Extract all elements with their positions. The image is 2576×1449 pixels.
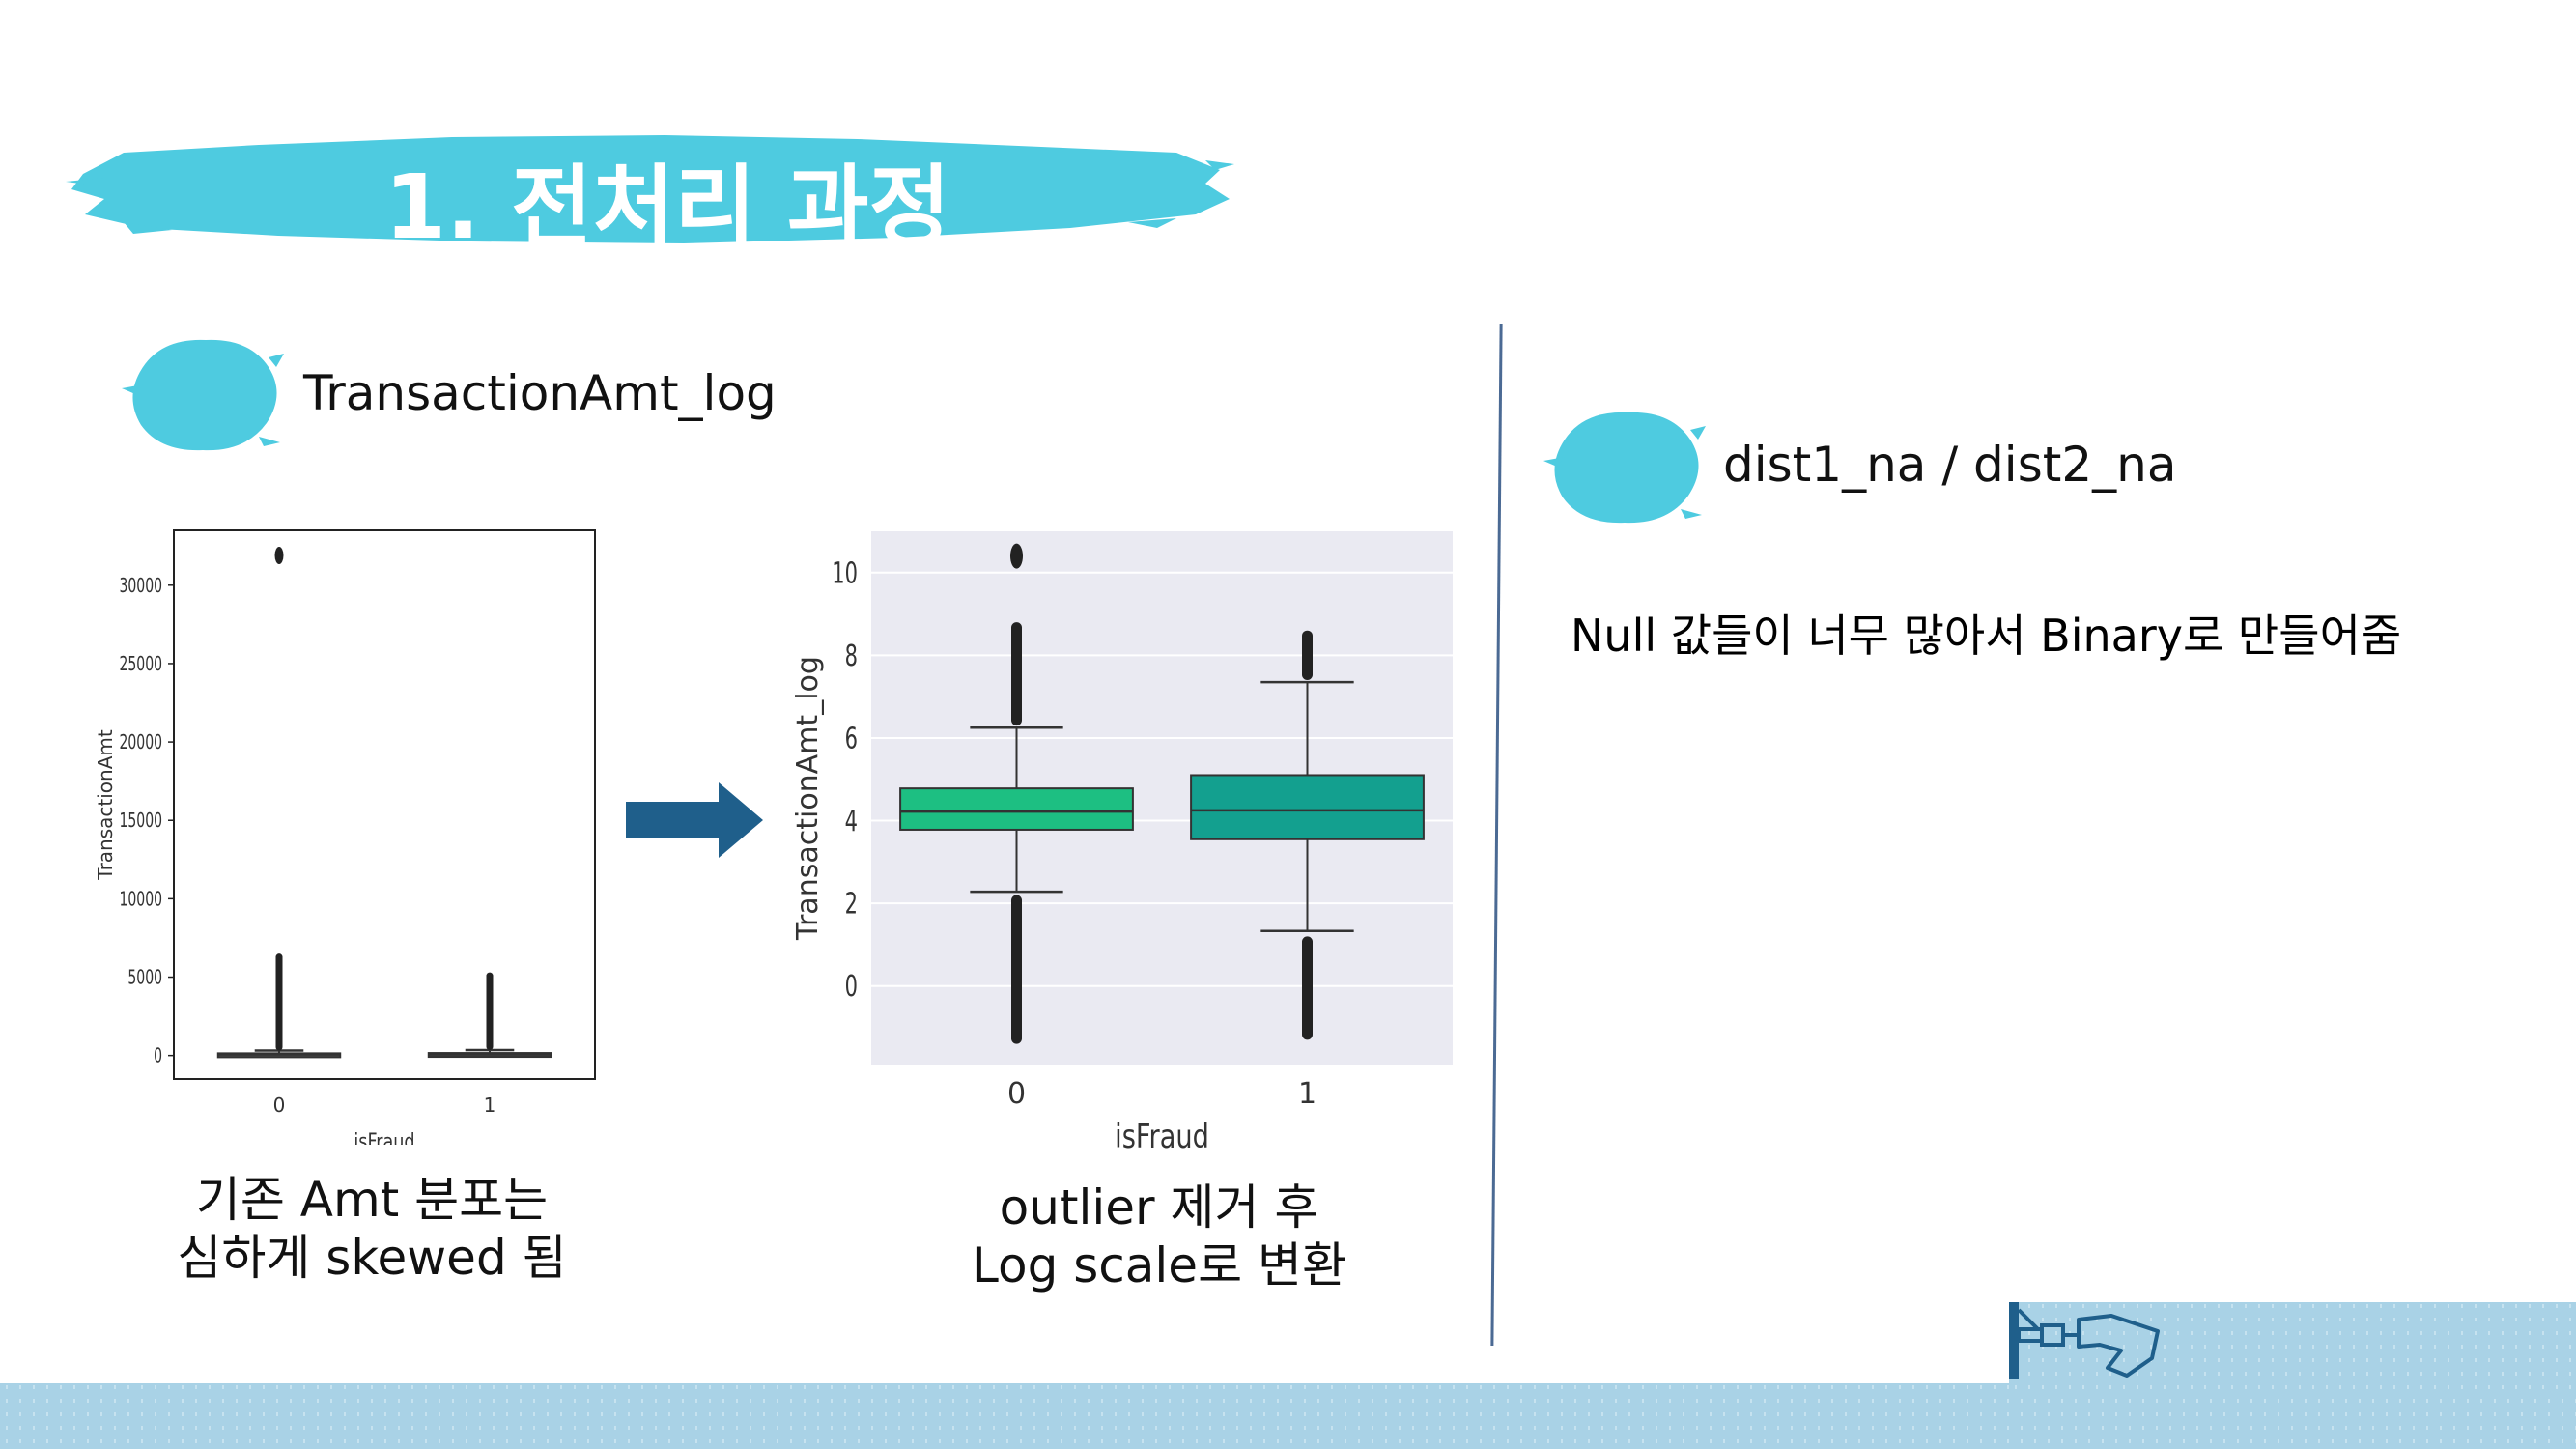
caption-before: 기존 Amt 분포는 심하게 skewed 됨 — [155, 1171, 589, 1287]
box-iqr — [1190, 774, 1425, 840]
x-tick-label: 0 — [273, 1094, 286, 1117]
y-tick-label: 30000 — [119, 575, 162, 597]
section-blob-icon-2 — [1543, 412, 1706, 524]
y-tick-label: 15000 — [119, 810, 162, 833]
y-tick-label: 2 — [845, 888, 858, 922]
x-axis-label: isFraud — [1115, 1118, 1209, 1156]
title-brush-background — [66, 135, 1234, 243]
y-tick-label: 4 — [845, 805, 858, 838]
y-tick-label: 20000 — [119, 732, 162, 754]
x-tick-label: 1 — [484, 1094, 496, 1117]
y-tick-label: 0 — [154, 1045, 162, 1067]
y-tick-label: 10 — [832, 557, 858, 591]
null-note-text: Null 값들이 너무 많아서 Binary로 만들어줌 — [1571, 610, 2402, 662]
y-tick-label: 0 — [845, 971, 858, 1005]
right-arrow-icon — [626, 782, 763, 858]
y-tick-label: 8 — [845, 639, 858, 673]
y-axis-label: TransactionAmt — [94, 729, 117, 881]
y-tick-label: 5000 — [127, 967, 162, 989]
extreme-outlier-point — [1010, 543, 1023, 569]
outliers-high — [486, 972, 494, 1050]
section-label-dist-na: dist1_na / dist2_na — [1723, 437, 2177, 493]
caption-before-line-1: 기존 Amt 분포는 — [195, 1172, 549, 1228]
plot-area — [173, 529, 596, 1080]
x-tick-label: 0 — [1007, 1077, 1026, 1111]
section-blob-icon — [122, 339, 284, 451]
slide-title: 1. 전처리 과정 — [384, 156, 951, 259]
x-tick-label: 1 — [1298, 1077, 1316, 1111]
y-tick-label: 25000 — [119, 654, 162, 676]
y-axis-label: TransactionAmt_log — [791, 656, 825, 941]
y-tick-label: 6 — [845, 723, 858, 756]
chart-transactionamt-log-box: 0 2 4 6 8 10 0 1 isFraud TransactionAmt_log — [791, 531, 1453, 1156]
footer-band — [0, 1383, 2576, 1449]
chart-transactionamt-box: 0 5000 10000 15000 20000 25000 30000 0 1 isFraud T… — [94, 529, 596, 1145]
extreme-outlier-point — [274, 546, 284, 564]
caption-before-line-2: 심하게 skewed 됨 — [177, 1230, 567, 1286]
outliers-low — [1302, 936, 1313, 1040]
y-tick-label: 10000 — [119, 889, 162, 911]
outliers-high — [275, 953, 283, 1051]
outliers-low — [1011, 895, 1022, 1044]
section-label-transactionamt-log: TransactionAmt_log — [303, 365, 777, 421]
caption-after: outlier 제거 후 Log scale로 변환 — [927, 1179, 1391, 1294]
outliers-high — [1302, 630, 1313, 681]
caption-after-line-2: Log scale로 변환 — [972, 1237, 1346, 1293]
box-iqr — [899, 787, 1134, 831]
section-divider — [1490, 324, 1503, 1346]
x-axis-label: isFraud — [354, 1129, 414, 1145]
outliers-high — [1011, 622, 1022, 726]
robot-arm-icon — [2009, 1302, 2160, 1379]
caption-after-line-1: outlier 제거 후 — [999, 1179, 1319, 1236]
